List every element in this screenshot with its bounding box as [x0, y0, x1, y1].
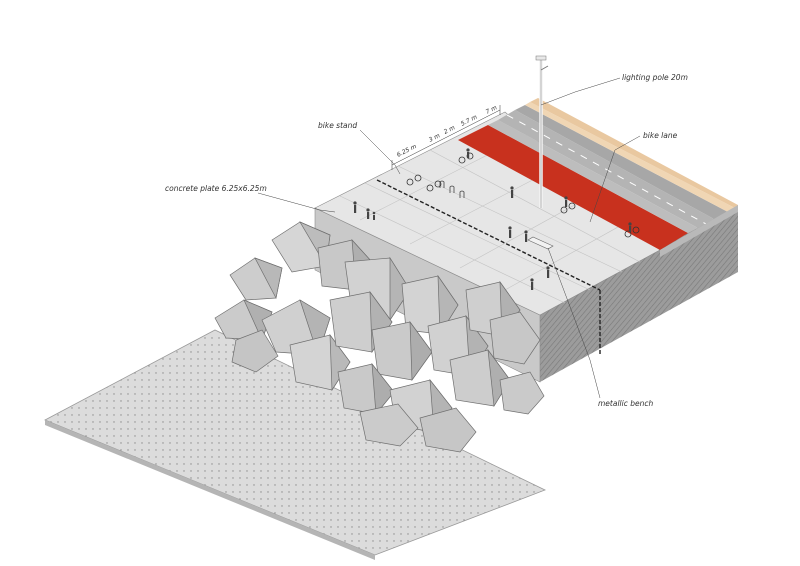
plaza-dashed-joint: [376, 179, 601, 291]
leader-lines: [257, 77, 641, 399]
dim-label-5: 7 m: [485, 104, 499, 116]
label-lighting-pole: lighting pole 20m: [622, 73, 688, 82]
dim-label-3: 2 m: [443, 124, 457, 136]
boulder-pile: [214, 221, 545, 453]
pedestrian-figures: [353, 148, 632, 290]
label-bike-lane: bike lane: [643, 131, 678, 140]
label-metallic-bench: metallic bench: [598, 399, 653, 408]
label-concrete-plate: concrete plate 6.25x6.25m: [165, 184, 267, 193]
lighting-pole: [535, 55, 549, 208]
ground-slab: [44, 329, 547, 560]
label-bike-stand: bike stand: [318, 121, 357, 130]
road-and-sand: [488, 98, 738, 257]
metallic-bench: [527, 236, 554, 250]
bike-lane-strip: [458, 125, 688, 250]
bicycle-icons: [406, 152, 640, 238]
dim-label-2: 3 m: [428, 132, 442, 144]
dim-label-1: 6.25 m: [396, 143, 418, 159]
